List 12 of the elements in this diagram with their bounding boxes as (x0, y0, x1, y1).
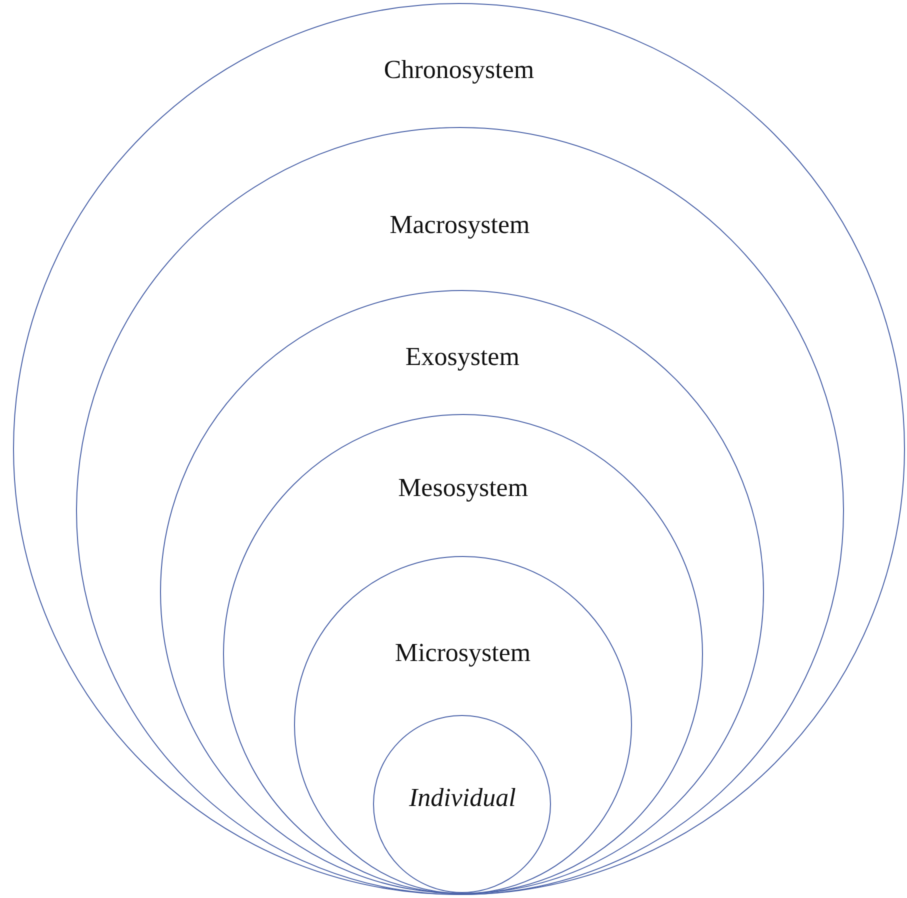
system-label: Macrosystem (390, 210, 530, 240)
system-circle (76, 126, 844, 895)
system-label: Individual (409, 783, 516, 814)
system-circle (13, 3, 905, 895)
system-label: Chronosystem (384, 55, 534, 85)
system-circle (373, 715, 552, 894)
system-circle (223, 414, 704, 894)
system-circle (294, 556, 632, 894)
system-label: Mesosystem (398, 473, 528, 504)
system-label: Microsystem (394, 638, 531, 668)
system-circle (160, 290, 764, 894)
system-label: Exosystem (405, 342, 520, 372)
